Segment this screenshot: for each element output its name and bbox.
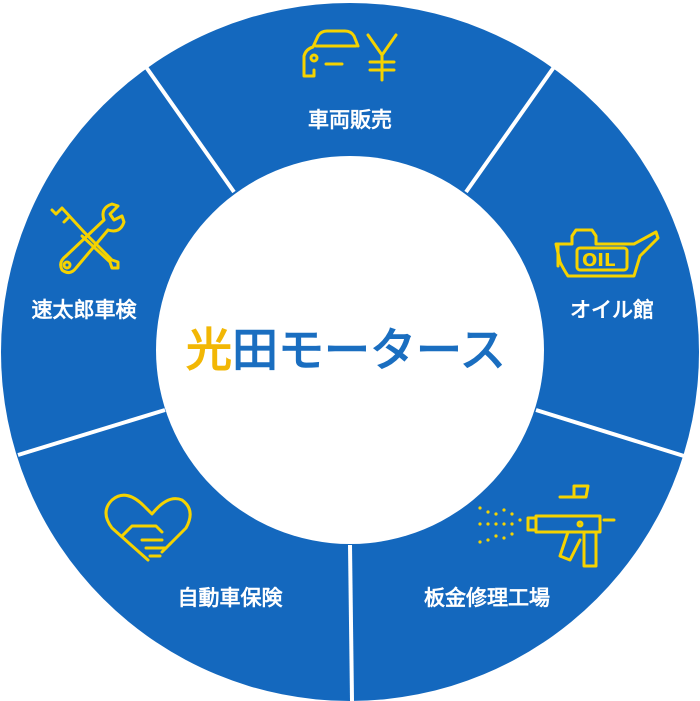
- segment-label-bodyshop: 板金修理工場: [424, 586, 550, 610]
- spray-particles-icon: [478, 506, 522, 544]
- segment-bodyshop[interactable]: 板金修理工場: [424, 484, 616, 610]
- logo-char-hikari: 光: [186, 323, 232, 377]
- svg-text:OIL: OIL: [582, 250, 615, 271]
- logo-text-rest: 田モータース: [232, 323, 506, 377]
- car-yen-icon: [302, 29, 398, 82]
- segment-insurance[interactable]: 自動車保険: [104, 493, 284, 610]
- segment-vehicle-sales[interactable]: 車両販売: [302, 29, 398, 132]
- segment-oil[interactable]: OIL オイル館: [554, 228, 660, 322]
- segment-inspection[interactable]: 速太郎車検: [32, 202, 138, 322]
- segment-label-sales: 車両販売: [308, 108, 392, 132]
- segment-label-inspection: 速太郎車検: [32, 298, 138, 322]
- wrench-screwdriver-icon: [50, 202, 126, 275]
- segment-label-insurance: 自動車保険: [178, 586, 284, 610]
- company-logo: 光田モータース: [186, 323, 506, 377]
- heart-handshake-icon: [104, 493, 192, 562]
- segment-dividers: [17, 65, 700, 701]
- segment-label-oil: オイル館: [570, 298, 654, 322]
- oil-can-icon: OIL: [554, 228, 660, 278]
- center-circle: [156, 156, 544, 544]
- spray-gun-icon: [526, 484, 616, 568]
